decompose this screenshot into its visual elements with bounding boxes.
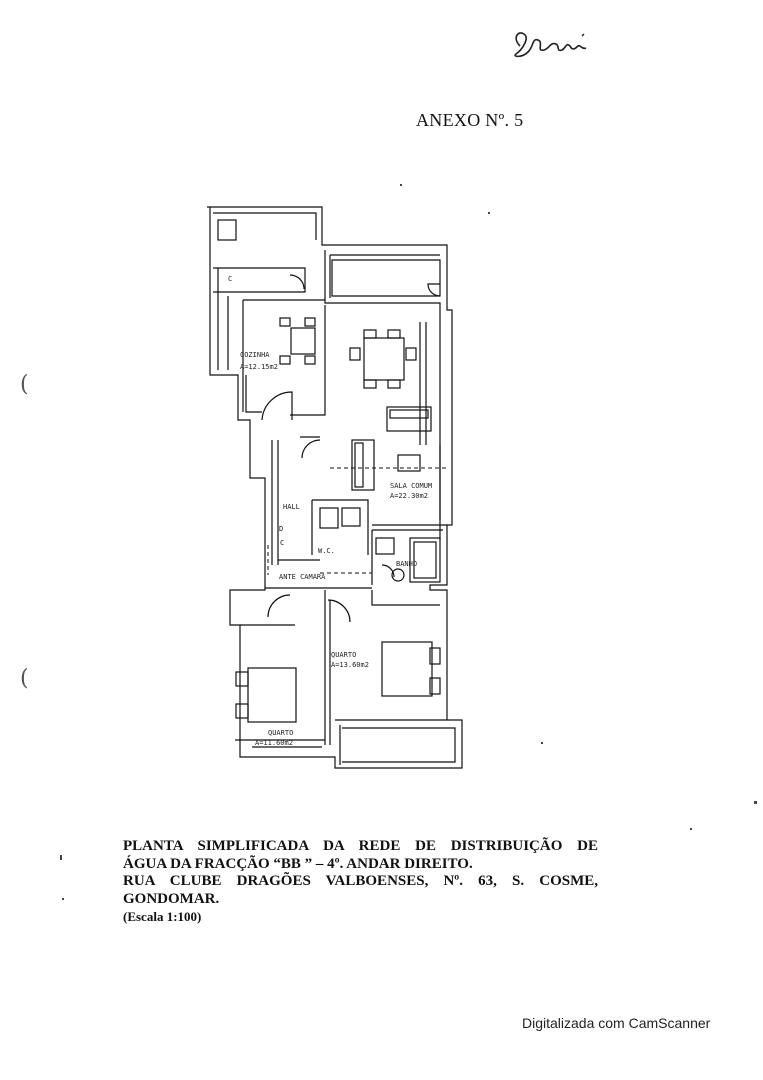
scan-speck [541, 742, 543, 744]
room-name-quarto-2: QUARTO [268, 729, 293, 737]
room-name-banho: BANHO [396, 560, 417, 568]
scan-speck [488, 212, 490, 214]
fixture-mark-c: C [280, 539, 284, 547]
caption-line-1: PLANTA SIMPLIFICADA DA REDE DE DISTRIBUI… [123, 838, 598, 854]
scan-speck [400, 184, 402, 186]
room-area-cozinha: A=12.15m2 [240, 363, 278, 371]
room-name-ante-camara: ANTE CAMARA [279, 573, 326, 581]
plan-caption: PLANTA SIMPLIFICADA DA REDE DE DISTRIBUI… [123, 838, 598, 926]
room-name-quarto-1: QUARTO [331, 651, 356, 659]
punch-hole-mark: ( [20, 666, 29, 691]
annex-title: ANEXO Nº. 5 [416, 110, 524, 130]
fixture-mark-c: C [228, 275, 232, 283]
room-area-sala: A=22.30m2 [390, 492, 428, 500]
handwritten-signature [514, 32, 587, 58]
room-name-hall: HALL [283, 503, 300, 511]
room-area-quarto-2: A=11.60m2 [255, 739, 293, 747]
fixture-mark-wc: W.C. [318, 547, 335, 555]
fixture-mark-d: D [279, 525, 283, 533]
room-name-sala: SALA COMUM [390, 482, 432, 490]
caption-line-4: GONDOMAR. [123, 890, 220, 907]
scan-speck [690, 828, 692, 830]
room-name-cozinha: COZINHA [240, 351, 270, 359]
floor-plan-drawing: COZINHA A=12.15m2 SALA COMUM A=22.30m2 H… [207, 206, 463, 769]
punch-hole-mark: ( [20, 372, 29, 397]
room-area-quarto-1: A=13.60m2 [331, 661, 369, 669]
caption-line-3: RUA CLUBE DRAGÕES VALBOENSES, Nº. 63, S.… [123, 873, 598, 889]
caption-scale: (Escala 1:100) [123, 909, 202, 924]
scan-speck [60, 855, 62, 860]
scanner-watermark: Digitalizada com CamScanner [522, 1015, 711, 1031]
caption-line-2: ÁGUA DA FRACÇÃO “BB ” – 4º. ANDAR DIREIT… [123, 855, 473, 872]
scan-speck [62, 898, 64, 900]
scan-speck [754, 801, 757, 804]
